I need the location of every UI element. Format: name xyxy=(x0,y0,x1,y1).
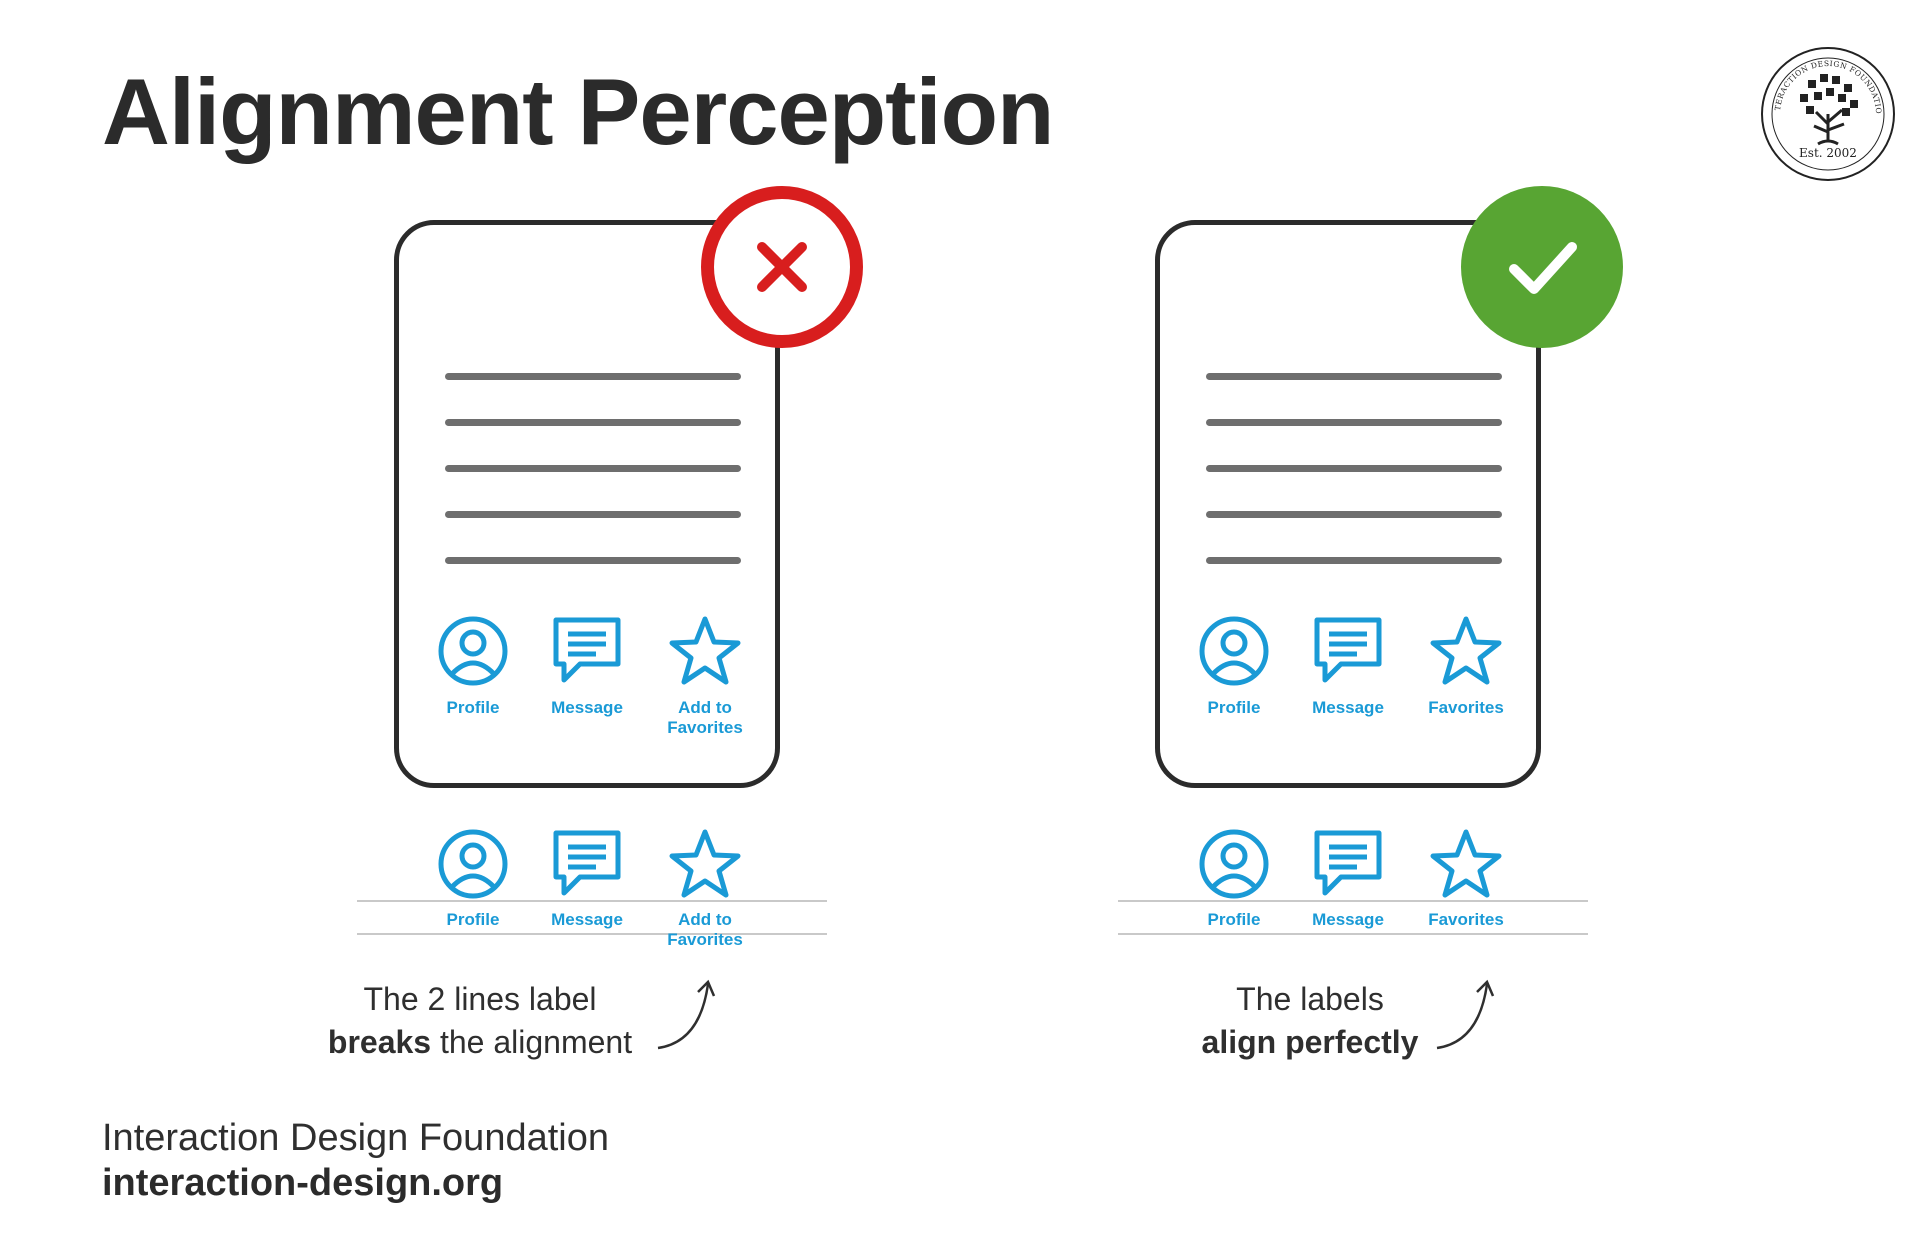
text-line xyxy=(1206,465,1502,472)
caption-wrong-line1: The 2 lines label xyxy=(363,981,597,1017)
message-icon[interactable] xyxy=(550,614,624,688)
message-icon[interactable] xyxy=(1311,614,1385,688)
label-add-to-favorites-line2: Favorites xyxy=(667,718,743,737)
message-icon[interactable] xyxy=(550,827,624,901)
profile-icon[interactable] xyxy=(1197,827,1271,901)
wrong-badge xyxy=(701,186,863,348)
tree-seal-icon: INTERACTION DESIGN FOUNDATION xyxy=(1754,37,1895,181)
label-favorites: Favorites xyxy=(1428,698,1504,717)
star-icon[interactable] xyxy=(668,614,742,688)
correct-badge xyxy=(1461,186,1623,348)
label-message: Message xyxy=(551,698,623,717)
caption-right: The labels align perfectly xyxy=(1130,978,1490,1064)
idf-logo: INTERACTION DESIGN FOUNDATION Est. 2002 xyxy=(1754,37,1898,184)
label-add-to-favorites-line1: Add to xyxy=(678,698,732,717)
caption-right-line1: The labels xyxy=(1236,981,1384,1017)
label-profile: Profile xyxy=(1207,698,1261,717)
caption-right-line2: align perfectly xyxy=(1130,1021,1490,1064)
text-line xyxy=(445,557,741,564)
close-x-icon xyxy=(757,242,807,292)
text-line xyxy=(1206,373,1502,380)
profile-icon[interactable] xyxy=(436,614,510,688)
footer-url-link[interactable]: interaction-design.org xyxy=(102,1162,504,1204)
label-add-to-favorites-line2: Favorites xyxy=(667,930,743,949)
alignment-guide-top xyxy=(357,900,827,902)
text-line xyxy=(445,419,741,426)
caption-wrong-emphasis: breaks xyxy=(327,1024,432,1060)
profile-icon[interactable] xyxy=(436,827,510,901)
label-add-to-favorites-line1: Add to xyxy=(678,910,732,929)
alignment-guide-bottom xyxy=(357,933,827,935)
text-line xyxy=(1206,419,1502,426)
logo-established: Est. 2002 xyxy=(1799,146,1857,160)
alignment-guide-bottom xyxy=(1118,933,1588,935)
star-icon[interactable] xyxy=(1429,614,1503,688)
star-icon[interactable] xyxy=(1429,827,1503,901)
message-icon[interactable] xyxy=(1311,827,1385,901)
caption-wrong-line2: breaks the alignment xyxy=(300,1021,660,1064)
checkmark-icon xyxy=(1509,242,1577,294)
label-profile: Profile xyxy=(446,698,500,717)
label-favorites: Favorites xyxy=(1428,910,1504,929)
label-profile: Profile xyxy=(1207,910,1261,929)
page-title: Alignment Perception xyxy=(102,59,1054,164)
caption-wrong-rest: the alignment xyxy=(431,1024,633,1060)
caption-right-emphasis: align perfectly xyxy=(1201,1024,1419,1060)
label-message: Message xyxy=(1312,910,1384,929)
text-line xyxy=(1206,557,1502,564)
footer-organization: Interaction Design Foundation xyxy=(102,1117,609,1159)
text-line xyxy=(445,511,741,518)
text-line xyxy=(445,373,741,380)
star-icon[interactable] xyxy=(668,827,742,901)
curved-arrow-icon xyxy=(1435,970,1505,1060)
caption-wrong: The 2 lines label breaks the alignment xyxy=(300,978,660,1064)
text-line xyxy=(445,465,741,472)
alignment-guide-top xyxy=(1118,900,1588,902)
label-message: Message xyxy=(1312,698,1384,717)
label-message: Message xyxy=(551,910,623,929)
curved-arrow-icon xyxy=(656,970,726,1060)
label-profile: Profile xyxy=(446,910,500,929)
text-line xyxy=(1206,511,1502,518)
profile-icon[interactable] xyxy=(1197,614,1271,688)
